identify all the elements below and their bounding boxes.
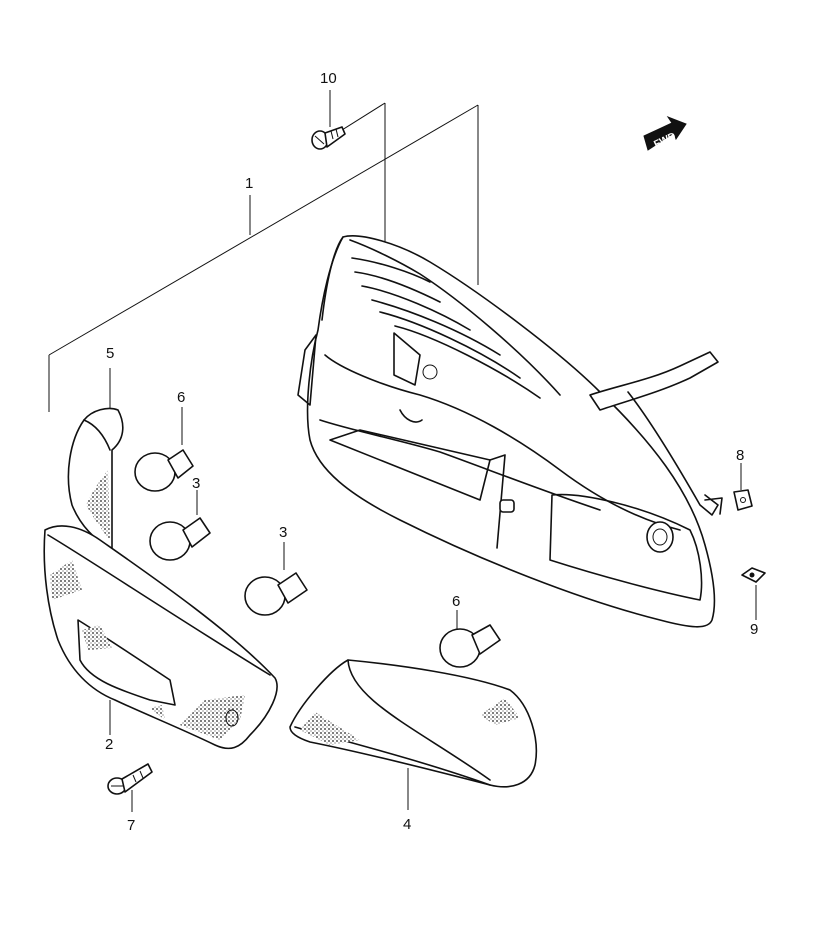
part-3-bulb-a[interactable] — [149, 490, 211, 561]
callout-1: 1 — [245, 175, 253, 192]
callout-3-b: 3 — [279, 524, 287, 541]
callout-10: 10 — [320, 70, 337, 87]
part-2-front-lens[interactable] — [43, 525, 278, 750]
part-5-side-lens[interactable] — [67, 368, 124, 551]
callout-2: 2 — [105, 736, 113, 753]
part-3-bulb-b[interactable] — [244, 542, 308, 616]
callout-9: 9 — [750, 621, 758, 638]
callout-labels: 10 1 5 6 3 3 8 9 6 2 7 4 — [105, 70, 758, 834]
part-1-headlight-housing[interactable] — [297, 235, 723, 628]
callout-5: 5 — [106, 345, 114, 362]
part-4-side-lens[interactable] — [289, 659, 538, 810]
part-6-bulb-upper[interactable] — [134, 407, 194, 492]
callout-4: 4 — [403, 816, 411, 833]
callout-7: 7 — [127, 817, 135, 834]
part-8-clip[interactable] — [733, 463, 753, 511]
part-6-bulb-lower[interactable] — [439, 610, 501, 668]
callout-8: 8 — [736, 447, 744, 464]
part-9-nut[interactable] — [741, 567, 766, 620]
forward-direction-arrow-icon: FWD — [643, 115, 687, 151]
callout-6-lower: 6 — [452, 593, 460, 610]
callout-6-upper: 6 — [177, 389, 185, 406]
part-10-screw[interactable] — [311, 90, 346, 150]
part-7-screw[interactable] — [107, 763, 153, 812]
callout-3-a: 3 — [192, 475, 200, 492]
